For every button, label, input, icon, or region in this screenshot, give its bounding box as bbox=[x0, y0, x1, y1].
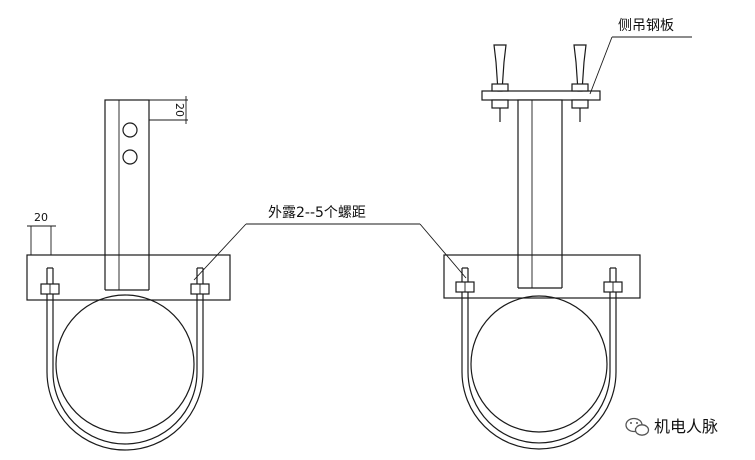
left-post-hole-bottom bbox=[122, 149, 138, 165]
right-top-nut-left-upper bbox=[491, 83, 509, 92]
left-hanger-assembly: 20 20 bbox=[26, 96, 231, 451]
right-top-nut-right-lower bbox=[571, 99, 589, 109]
dimension-label-horizontal: 20 bbox=[34, 211, 48, 224]
left-u-bolt-outer bbox=[46, 268, 204, 451]
callout-side-plate: 侧吊钢板 bbox=[589, 18, 692, 95]
left-post-hole-top bbox=[122, 122, 138, 138]
right-hanger-assembly bbox=[443, 44, 641, 450]
right-top-steel-plate bbox=[481, 90, 601, 101]
right-u-bolt-outer bbox=[461, 268, 617, 450]
wechat-icon bbox=[625, 417, 650, 436]
thread-note-label: 外露2--5个螺距 bbox=[268, 205, 366, 221]
right-top-nut-right-upper bbox=[571, 83, 589, 92]
watermark: 机电人脉 bbox=[625, 417, 718, 436]
left-u-bolt-inner bbox=[52, 268, 198, 445]
callout-thread-note: 外露2--5个螺距 bbox=[193, 205, 467, 281]
left-pipe-circle bbox=[55, 294, 195, 434]
watermark-text: 机电人脉 bbox=[654, 417, 718, 436]
right-u-bolt-inner bbox=[467, 268, 611, 444]
right-top-nut-left-lower bbox=[491, 99, 509, 109]
dimension-label-vertical: 20 bbox=[173, 103, 186, 117]
thread-note-leader-right bbox=[419, 223, 467, 279]
right-pipe-circle bbox=[470, 295, 608, 433]
thread-note-leader-left bbox=[193, 223, 247, 281]
side-plate-label: 侧吊钢板 bbox=[618, 18, 674, 34]
side-plate-leader bbox=[589, 36, 613, 95]
